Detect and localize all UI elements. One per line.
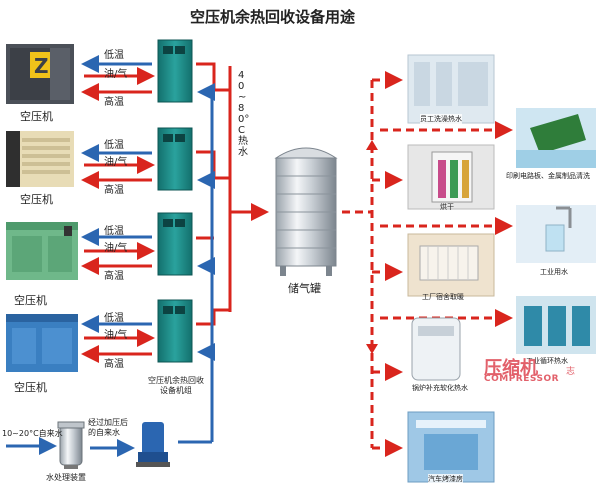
use-photo-paint-booth (407, 411, 495, 483)
use-caption-pcb: 印刷电路板、金属制品清洗 (506, 172, 590, 180)
use-caption-circulating-water: 工业循环热水 (526, 357, 568, 365)
recovery-unit-2 (157, 127, 193, 191)
high-temp-label-4: 高温 (104, 359, 124, 370)
compressor-2 (6, 131, 74, 187)
compressor-label-3: 空压机 (14, 294, 47, 307)
use-photo-circulating-water (516, 296, 596, 354)
svg-text:Z: Z (34, 54, 49, 78)
watermark-english: COMPRESSOR (484, 374, 560, 384)
compressor-1: Z (6, 44, 74, 104)
use-caption-drying: 烘干 (440, 203, 454, 211)
page-title: 空压机余热回收设备用途 (190, 8, 356, 26)
storage-tank (274, 147, 338, 276)
oil-gas-label-2: 油/气 (104, 157, 128, 168)
use-photo-boiler (411, 317, 461, 381)
recovery-unit-4 (157, 299, 193, 363)
tank-label: 储气罐 (288, 282, 321, 295)
watermark-text: 压缩机 (484, 358, 538, 379)
high-temp-label-3: 高温 (104, 271, 124, 282)
hot-water-pipes (196, 62, 269, 326)
use-photo-drying (407, 144, 495, 210)
pressurized-water-label: 经过加压后的自来水 (88, 418, 128, 437)
recovery-unit-1 (157, 39, 193, 103)
low-temp-label-1: 低温 (104, 50, 124, 61)
water-treatment-device (57, 421, 85, 469)
cold-water-pipes (6, 83, 215, 457)
compressor-3 (6, 222, 78, 280)
oil-gas-label-3: 油/气 (104, 243, 128, 254)
oil-gas-label-4: 油/气 (104, 330, 128, 341)
use-photo-industrial-water (516, 205, 596, 263)
compressor-label-4: 空压机 (14, 381, 47, 394)
compressor-unit-arrows (81, 55, 155, 363)
use-photo-heating (407, 233, 495, 297)
watermark-suffix: 志 (566, 367, 576, 377)
compressor-label-2: 空压机 (20, 193, 53, 206)
use-caption-industrial-water: 工业用水 (540, 268, 568, 276)
low-temp-label-2: 低温 (104, 140, 124, 151)
use-caption-heating: 工厂宿舍取暖 (422, 293, 464, 301)
recovery-unit-3 (157, 212, 193, 276)
use-photo-shower (407, 54, 495, 124)
low-temp-label-3: 低温 (104, 226, 124, 237)
low-temp-label-4: 低温 (104, 313, 124, 324)
use-caption-paint-booth: 汽车烤漆房 (428, 474, 463, 484)
tap-water-label: 10~20°C自来水 (2, 429, 63, 438)
water-treatment-label: 水处理装置 (46, 473, 86, 482)
high-temp-label-1: 高温 (104, 97, 124, 108)
use-caption-boiler: 锅炉补充软化热水 (412, 384, 468, 392)
use-caption-shower: 员工洗澡热水 (420, 114, 462, 124)
use-photo-pcb (516, 108, 596, 168)
compressor-4 (6, 314, 78, 372)
recovery-unit-label: 空压机余热回收设备机组 (148, 376, 204, 395)
compressor-label-1: 空压机 (20, 110, 53, 123)
high-temp-label-2: 高温 (104, 185, 124, 196)
water-pump (136, 422, 170, 467)
oil-gas-label-1: 油/气 (104, 69, 128, 80)
hot-water-label: 40~80°C热水 (238, 70, 250, 158)
